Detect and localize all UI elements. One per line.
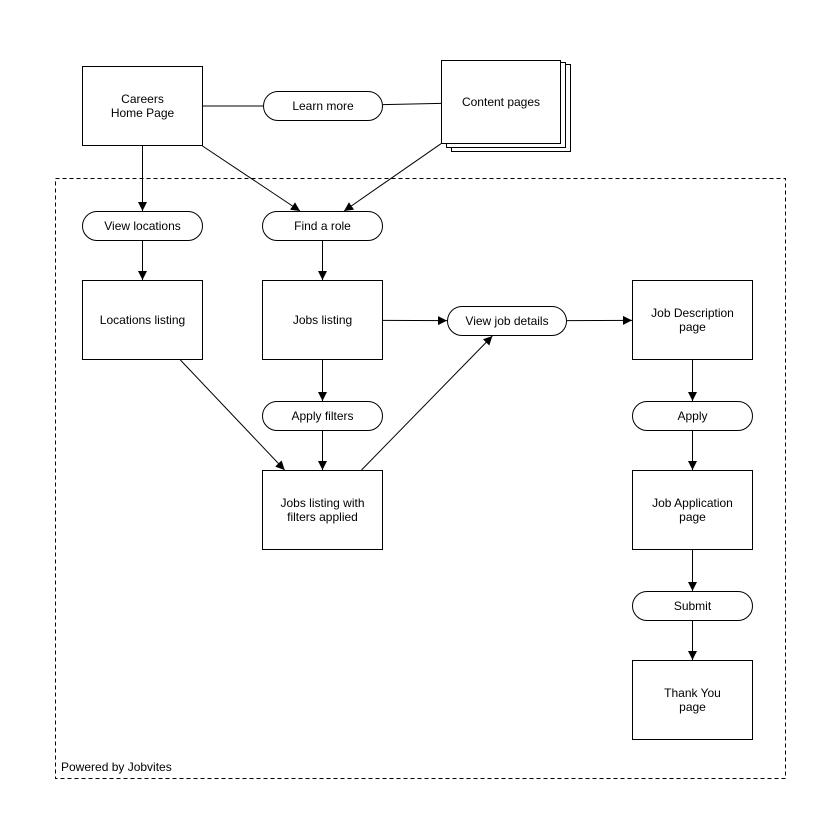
group-boundary [55, 178, 786, 779]
edge-locations-listing-to-jobs-filtered [180, 359, 285, 471]
careers-home-page-node[interactable]: Careers Home Page [82, 66, 203, 146]
view-locations-action[interactable]: View locations [82, 211, 203, 241]
job-application-page-node[interactable]: Job Application page [632, 470, 753, 550]
job-description-page-node[interactable]: Job Description page [632, 280, 753, 360]
group-caption: Powered by Jobvites [61, 760, 172, 774]
thank-you-page-node[interactable]: Thank You page [632, 660, 753, 740]
jobs-listing-node[interactable]: Jobs listing [262, 280, 383, 360]
locations-listing-node[interactable]: Locations listing [82, 280, 203, 360]
learn-more-action[interactable]: Learn more [263, 91, 383, 121]
apply-action[interactable]: Apply [632, 401, 753, 431]
edge-careers-home-to-find-role [202, 145, 301, 212]
find-a-role-action[interactable]: Find a role [262, 211, 383, 241]
view-job-details-action[interactable]: View job details [447, 306, 567, 336]
jobs-listing-filtered-node[interactable]: Jobs listing with filters applied [262, 470, 383, 550]
submit-action[interactable]: Submit [632, 591, 753, 621]
edge-jobs-filtered-to-view-job-details [361, 335, 493, 471]
edge-content-pages-to-find-role [343, 143, 442, 212]
content-pages-node[interactable]: Content pages [441, 60, 561, 144]
edge-learn-more-to-content-pages [382, 102, 442, 106]
apply-filters-action[interactable]: Apply filters [262, 401, 383, 431]
